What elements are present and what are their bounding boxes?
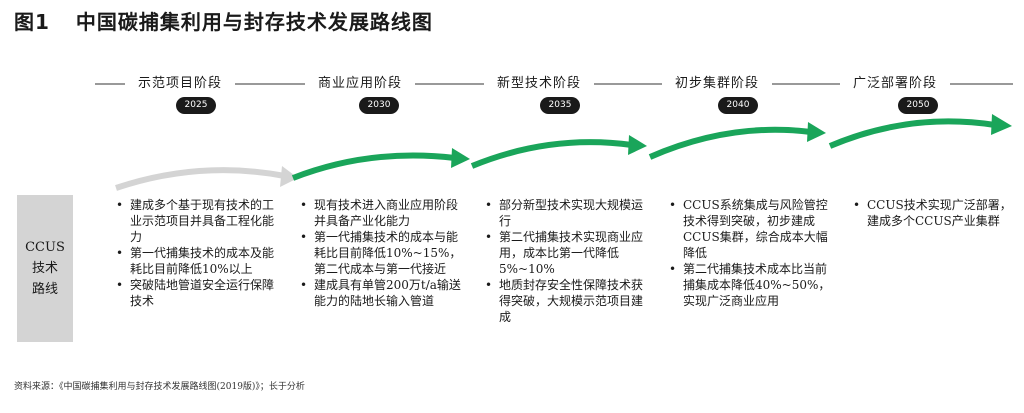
- bullet-item: 第二代捕集技术实现商业应用，成本比第一代降低5%~10%: [485, 229, 651, 277]
- bullet-item: 第一代捕集技术的成本与能耗比目前降低10%~15%，第二代成本与第一代接近: [300, 229, 466, 277]
- bullet-item: CCUS系统集成与风险管控技术得到突破，初步建成CCUS集群，综合成本大幅降低: [669, 197, 837, 261]
- arrow-stage-5: [828, 118, 996, 149]
- bullet-item: 现有技术进入商业应用阶段并具备产业化能力: [300, 197, 466, 229]
- arrow-stage-2-head: [451, 148, 470, 168]
- arrow-stage-4: [648, 126, 812, 160]
- bullet-item: 部分新型技术实现大规模运行: [485, 197, 651, 229]
- arrow-stage-3-head: [628, 135, 647, 155]
- stage-label-1: 示范项目阶段: [125, 72, 235, 91]
- arrow-stage-2: [291, 152, 456, 181]
- stage-label-5: 广泛部署阶段: [840, 72, 950, 91]
- stage-label-2: 商业应用阶段: [305, 72, 415, 91]
- arrow-stage-4-head: [807, 122, 826, 142]
- stage-label-4: 初步集群阶段: [662, 72, 772, 91]
- ccus-route-label: CCUS 技术 路线: [17, 195, 73, 342]
- year-badge-2: 2030: [359, 97, 399, 114]
- bullet-item: 第一代捕集技术的成本及能耗比目前降低10%以上: [116, 245, 280, 277]
- stage-label-3: 新型技术阶段: [484, 72, 594, 91]
- figure-number: 图1: [14, 10, 50, 34]
- bullet-item: 建成多个基于现有技术的工业示范项目并具备工程化能力: [116, 197, 280, 245]
- bullet-item: 建成具有单管200万t/a输送能力的陆地长输入管道: [300, 277, 466, 309]
- arrow-stage-1: [115, 167, 286, 191]
- stage-2-bullets: 现有技术进入商业应用阶段并具备产业化能力 第一代捕集技术的成本与能耗比目前降低1…: [300, 197, 466, 309]
- figure-title: 图1 中国碳捕集利用与封存技术发展路线图: [14, 6, 433, 35]
- year-badge-1: 2025: [176, 97, 216, 114]
- stage-4-bullets: CCUS系统集成与风险管控技术得到突破，初步建成CCUS集群，综合成本大幅降低 …: [669, 197, 837, 309]
- arrow-stage-1-head: [280, 166, 298, 187]
- bullet-item: 第二代捕集技术成本比当前捕集成本降低40%~50%，实现广泛商业应用: [669, 261, 837, 309]
- year-badge-5: 2050: [898, 97, 938, 114]
- bullet-item: CCUS技术实现广泛部署，建成多个CCUS产业集群: [853, 197, 1015, 229]
- year-badge-3: 2035: [540, 97, 580, 114]
- arrow-stage-5-head: [991, 114, 1012, 135]
- stage-1-bullets: 建成多个基于现有技术的工业示范项目并具备工程化能力 第一代捕集技术的成本及能耗比…: [116, 197, 280, 309]
- arrow-stage-3: [470, 139, 633, 169]
- ccus-route-label-text: CCUS 技术 路线: [25, 240, 65, 297]
- source-note: 资料来源：《中国碳捕集利用与封存技术发展路线图(2019版)》；长于分析: [14, 382, 305, 392]
- bullet-item: 突破陆地管道安全运行保障技术: [116, 277, 280, 309]
- year-badge-4: 2040: [718, 97, 758, 114]
- bullet-item: 地质封存安全性保障技术获得突破，大规模示范项目建成: [485, 277, 651, 325]
- stage-5-bullets: CCUS技术实现广泛部署，建成多个CCUS产业集群: [853, 197, 1015, 229]
- figure-title-text: 中国碳捕集利用与封存技术发展路线图: [75, 10, 433, 34]
- stage-3-bullets: 部分新型技术实现大规模运行 第二代捕集技术实现商业应用，成本比第一代降低5%~1…: [485, 197, 651, 325]
